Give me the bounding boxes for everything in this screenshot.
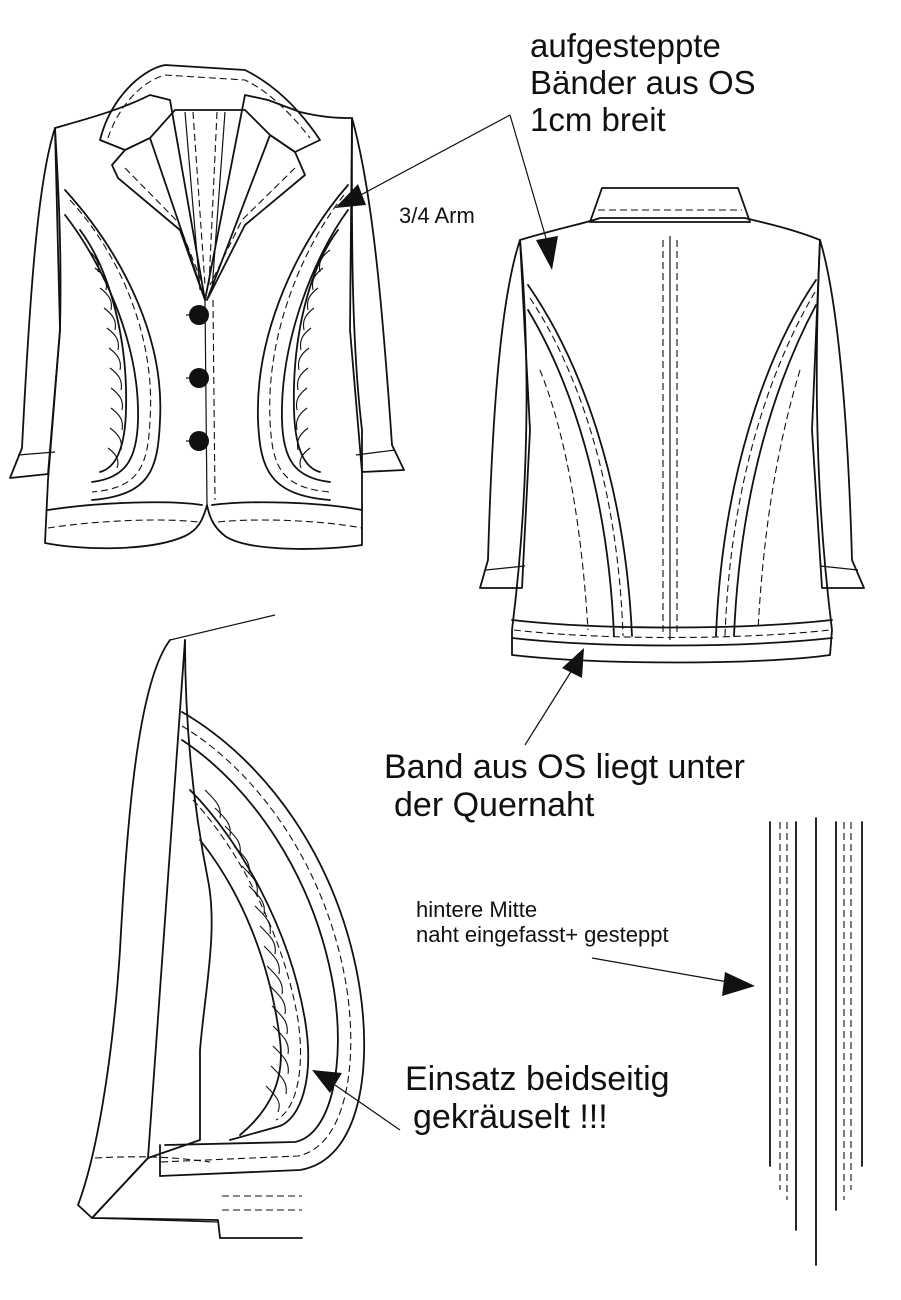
front-body-outline — [44, 94, 363, 550]
front-left-sleeve — [9, 127, 61, 479]
button-bottom — [189, 431, 209, 451]
side-ruffle-gathers — [204, 789, 289, 1113]
jacket-front-view — [9, 64, 405, 550]
back-left-sleeve — [479, 239, 531, 589]
arrow-band-to-hem — [524, 648, 584, 746]
side-body-outline — [91, 639, 303, 1239]
label-einsatz: Einsatz beidseitig gekräuselt !!! — [405, 1060, 670, 1136]
front-neck-stitching — [184, 111, 226, 291]
label-band-line1: Band aus OS liegt unter — [384, 748, 746, 786]
back-hem-band — [511, 619, 833, 647]
arrow-top-to-front — [335, 114, 511, 208]
back-body-outline — [511, 217, 833, 664]
label-einsatz-line2: gekräuselt !!! — [413, 1098, 608, 1137]
label-hintere-mitte: hintere Mitte naht eingefasst+ gesteppt — [416, 897, 669, 947]
front-hem-band — [47, 501, 363, 529]
back-center-seam — [662, 236, 678, 640]
back-right-sleeve — [811, 239, 865, 589]
front-left-ruffle-panel — [64, 189, 162, 501]
arrow-mitte — [591, 957, 755, 996]
label-mitte-line1: hintere Mitte — [416, 897, 538, 922]
label-band-os: Band aus OS liegt unter der Quernaht — [384, 748, 745, 824]
center-back-seam-detail — [769, 817, 863, 1266]
jacket-back-view — [479, 187, 865, 664]
front-right-sleeve — [349, 117, 405, 473]
label-sleeve-length: 3/4 Arm — [399, 203, 475, 228]
front-left-cuff-line — [17, 451, 56, 456]
front-placket-line — [204, 299, 208, 506]
label-top-line3: 1cm breit — [530, 100, 666, 138]
label-einsatz-line1: Einsatz beidseitig — [405, 1060, 670, 1098]
label-top-line2: Bänder aus OS — [530, 63, 756, 101]
back-left-princess-band — [527, 284, 633, 637]
front-right-lapel — [206, 134, 306, 301]
label-band-line2: der Quernaht — [394, 786, 595, 825]
front-right-ruffle-panel — [257, 184, 349, 501]
side-sleeve-outline — [77, 639, 186, 1219]
arrow-top-to-back — [509, 114, 558, 270]
side-detail-view — [77, 614, 366, 1239]
label-top-line1: aufgesteppte — [530, 27, 721, 64]
back-collar — [589, 187, 751, 223]
arrow-einsatz — [312, 1070, 401, 1131]
button-middle — [189, 368, 209, 388]
label-aufgesteppte-baender: aufgesteppte Bänder aus OS 1cm breit — [530, 27, 756, 139]
back-right-princess-band — [715, 279, 817, 637]
front-left-lapel — [111, 137, 206, 301]
label-mitte-line2: naht eingefasst+ gesteppt — [416, 921, 669, 947]
button-top — [189, 305, 209, 325]
